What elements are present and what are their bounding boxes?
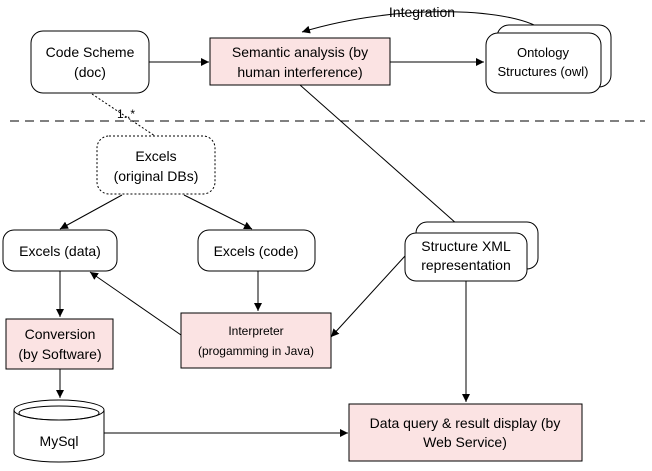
semantic-analysis-line2: human interference) <box>237 64 362 80</box>
data-query-line2: Web Service) <box>423 434 507 450</box>
mysql-label: MySql <box>40 433 79 449</box>
excels-data-label: Excels (data) <box>19 243 101 259</box>
edge-integration <box>301 11 546 34</box>
ontology-line1: Ontology <box>517 45 570 60</box>
ontology-line2: Structures (owl) <box>497 64 588 79</box>
node-code-scheme: Code Scheme (doc) <box>30 30 150 94</box>
structure-xml-line2: representation <box>421 257 511 273</box>
excels-original-line2: (original DBs) <box>114 168 199 184</box>
node-mysql: MySql <box>13 399 105 463</box>
node-structure-xml: Structure XML representation <box>404 221 539 282</box>
conversion-line2: (by Software) <box>18 346 101 362</box>
edge-interpreter-to-data <box>89 271 182 336</box>
data-query-line1: Data query & result display (by <box>370 415 561 431</box>
code-scheme-line2: (doc) <box>74 64 106 80</box>
edge-original-to-code <box>183 194 253 230</box>
node-conversion: Conversion (by Software) <box>5 318 114 370</box>
node-excels-code: Excels (code) <box>197 229 316 272</box>
excels-original-line1: Excels <box>135 148 176 164</box>
semantic-analysis-line1: Semantic analysis (by <box>232 44 368 60</box>
edge-multiplicity <box>91 93 156 137</box>
node-semantic-analysis: Semantic analysis (by human interference… <box>209 37 391 86</box>
node-ontology: Ontology Structures (owl) <box>485 24 612 94</box>
node-interpreter: Interpreter (progamming in Java) <box>180 312 332 369</box>
node-excels-data: Excels (data) <box>2 229 118 272</box>
edge-semantic-to-xml <box>299 84 467 233</box>
excels-code-label: Excels (code) <box>214 243 299 259</box>
interpreter-line2: (progamming in Java) <box>198 344 314 358</box>
edge-original-to-data <box>59 194 123 230</box>
mysql-cylinder-body <box>13 410 105 463</box>
node-excels-original: Excels (original DBs) <box>96 135 216 195</box>
integration-label: Integration <box>389 4 455 20</box>
node-data-query: Data query & result display (by Web Serv… <box>348 403 583 462</box>
structure-xml-line1: Structure XML <box>421 238 511 254</box>
edge-xml-to-interpreter <box>330 255 406 338</box>
interpreter-line1: Interpreter <box>228 324 283 338</box>
multiplicity-label: 1..* <box>117 107 135 121</box>
mysql-cylinder-inner <box>18 405 100 421</box>
code-scheme-line1: Code Scheme <box>46 44 135 60</box>
conversion-line1: Conversion <box>25 326 96 342</box>
